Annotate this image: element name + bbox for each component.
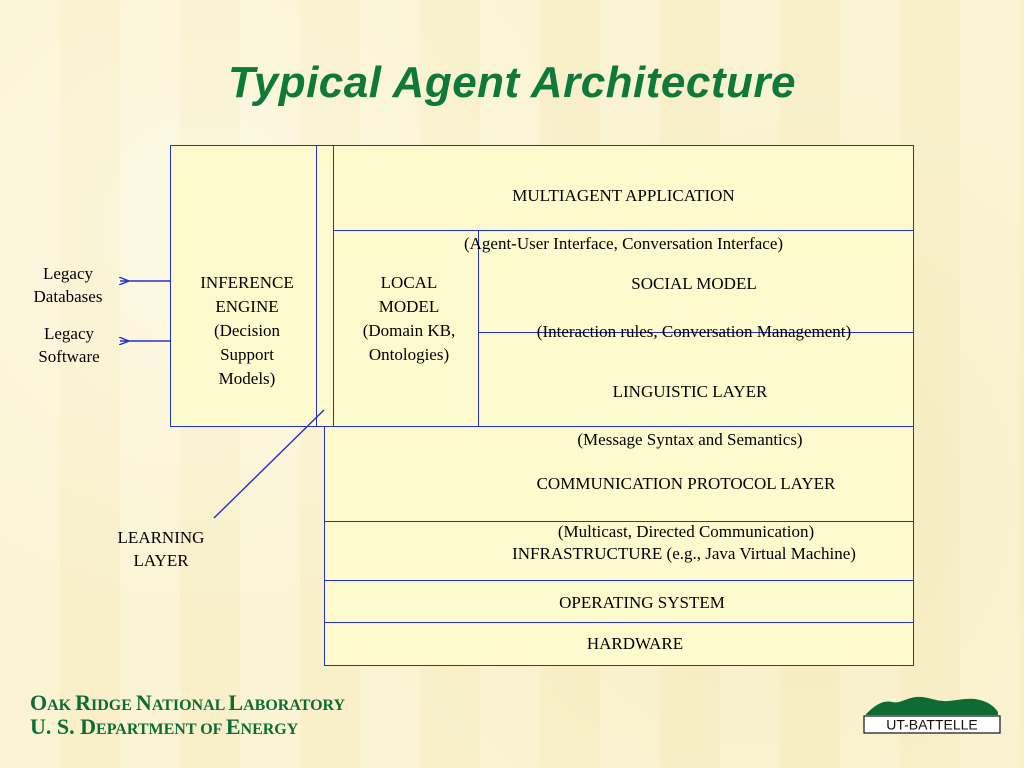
- communication-protocol-box: [324, 426, 914, 522]
- operating-system-box: [324, 580, 914, 623]
- infrastructure-box: [324, 521, 914, 581]
- learning-layer-pointer: [213, 409, 325, 519]
- logo-mountain-icon: [866, 696, 998, 715]
- logo-text: UT-BATTELLE: [886, 717, 978, 733]
- ut-battelle-logo: UT-BATTELLE: [863, 696, 1001, 734]
- learning-layer-label: LEARNING LAYER: [117, 528, 205, 570]
- linguistic-layer-box: [478, 332, 914, 427]
- social-model-label: SOCIAL MODEL (Interaction rules, Convers…: [536, 274, 852, 341]
- footer-lab-name: OAK RIDGE NATIONAL LABORATORY: [30, 690, 346, 715]
- legacy-software-label: Legacy Software: [38, 324, 100, 366]
- local-model-label: LOCAL MODEL (Domain KB, Ontologies): [362, 273, 456, 364]
- hardware-label: HARDWARE: [586, 634, 684, 653]
- inference-engine-box: [170, 145, 317, 427]
- multiagent-application-box: [333, 145, 914, 231]
- communication-protocol-label: COMMUNICATION PROTOCOL LAYER (Multicast,…: [536, 474, 836, 541]
- operating-system-label: OPERATING SYSTEM: [559, 593, 725, 612]
- inference-engine-label: INFERENCE ENGINE (Decision Support Model…: [200, 273, 294, 388]
- hardware-box: [324, 622, 914, 666]
- slide-title: Typical Agent Architecture: [227, 58, 796, 107]
- footer-doe-name: U. S. DEPARTMENT OF ENERGY: [30, 714, 299, 739]
- infrastructure-label: INFRASTRUCTURE (e.g., Java Virtual Machi…: [512, 544, 856, 563]
- legacy-databases-label: Legacy Databases: [33, 264, 103, 306]
- linguistic-layer-label: LINGUISTIC LAYER (Message Syntax and Sem…: [577, 382, 803, 449]
- multiagent-application-label: MULTIAGENT APPLICATION (Agent-User Inter…: [463, 186, 784, 253]
